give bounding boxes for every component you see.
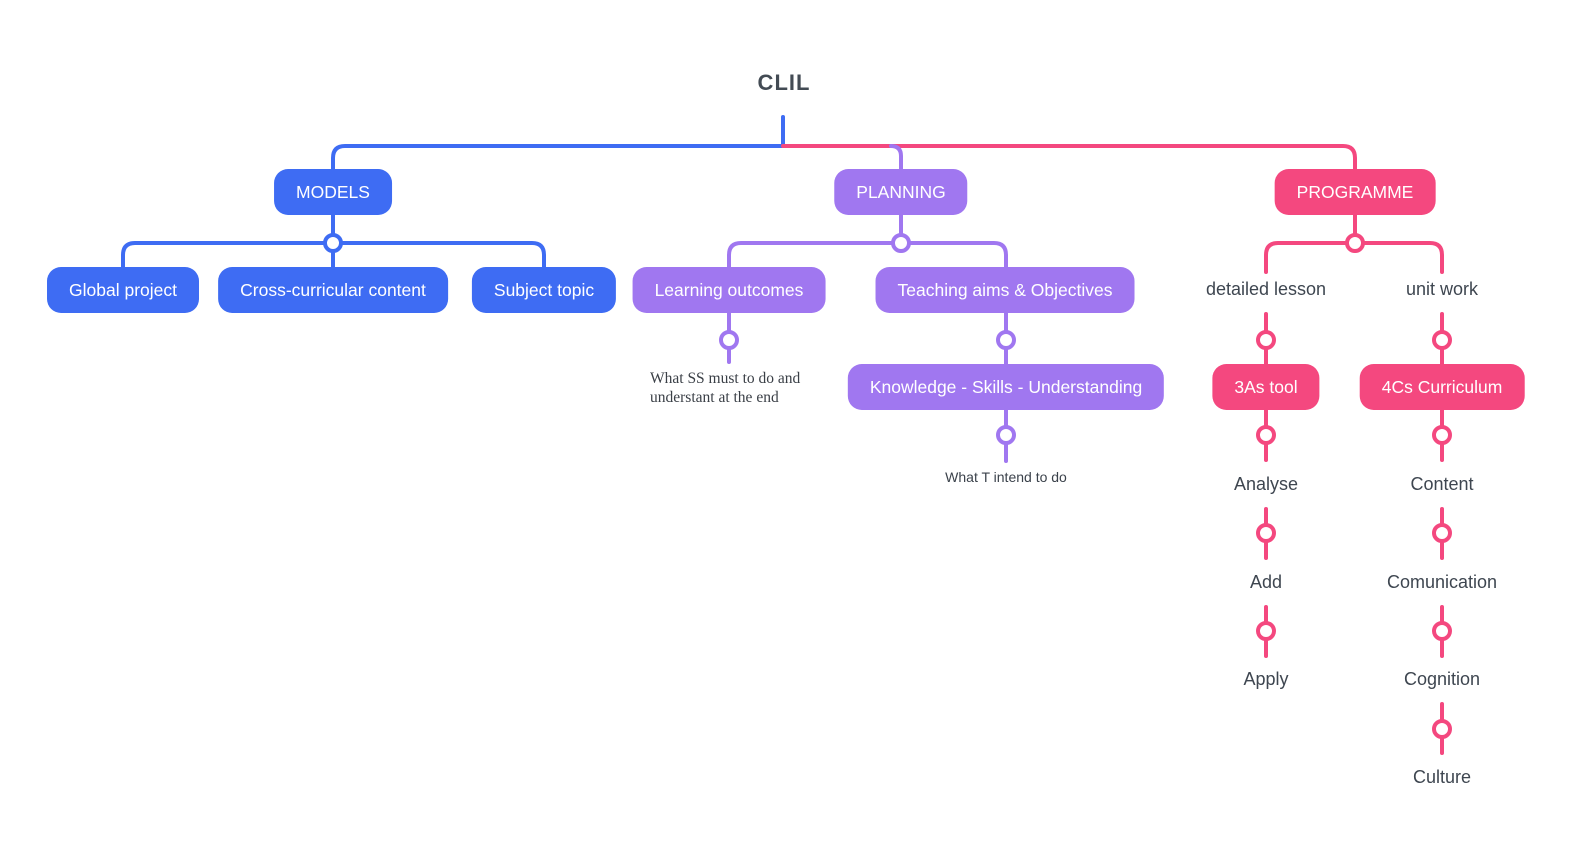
teaching-aims-toggle-icon[interactable] bbox=[996, 330, 1016, 350]
knowledge-toggle-icon[interactable] bbox=[996, 425, 1016, 445]
node-programme[interactable]: PROGRAMME bbox=[1274, 169, 1436, 215]
node-teaching-aims-objectives[interactable]: Teaching aims & Objectives bbox=[875, 267, 1135, 313]
connector-programme-left-child bbox=[1264, 241, 1357, 274]
node-add[interactable]: Add bbox=[1249, 572, 1283, 592]
node-knowledge-skills-understanding[interactable]: Knowledge - Skills - Understanding bbox=[847, 364, 1165, 410]
node-culture[interactable]: Culture bbox=[1412, 767, 1472, 787]
node-cognition[interactable]: Cognition bbox=[1403, 669, 1481, 689]
analyse-toggle-icon[interactable] bbox=[1256, 523, 1276, 543]
node-4cs-curriculum[interactable]: 4Cs Curriculum bbox=[1359, 364, 1525, 410]
node-comunication[interactable]: Comunication bbox=[1386, 572, 1498, 592]
node-detailed-lesson[interactable]: detailed lesson bbox=[1205, 279, 1327, 299]
connector-root-models bbox=[331, 144, 785, 171]
node-analyse[interactable]: Analyse bbox=[1233, 474, 1299, 494]
connector-planning-right-child bbox=[899, 241, 1008, 269]
detailed-lesson-toggle-icon[interactable] bbox=[1256, 330, 1276, 350]
node-models[interactable]: MODELS bbox=[274, 169, 392, 215]
comunication-toggle-icon[interactable] bbox=[1432, 621, 1452, 641]
planning-branch-toggle-icon[interactable] bbox=[891, 233, 911, 253]
connector-programme-right-child bbox=[1353, 241, 1444, 274]
node-content[interactable]: Content bbox=[1410, 474, 1474, 494]
connector-models-right-child bbox=[331, 241, 546, 269]
connector-root-programme bbox=[781, 144, 1357, 171]
cognition-toggle-icon[interactable] bbox=[1432, 719, 1452, 739]
node-unit-work[interactable]: unit work bbox=[1405, 279, 1479, 299]
add-toggle-icon[interactable] bbox=[1256, 621, 1276, 641]
root-node-clil[interactable]: CLIL bbox=[757, 70, 811, 95]
4cs-toggle-icon[interactable] bbox=[1432, 425, 1452, 445]
models-branch-toggle-icon[interactable] bbox=[323, 233, 343, 253]
note-knowledge[interactable]: What T intend to do bbox=[945, 469, 1067, 485]
node-cross-curricular-content[interactable]: Cross-curricular content bbox=[218, 267, 448, 313]
learning-outcomes-toggle-icon[interactable] bbox=[719, 330, 739, 350]
node-apply[interactable]: Apply bbox=[1243, 669, 1289, 689]
node-planning[interactable]: PLANNING bbox=[834, 169, 968, 215]
connector-planning-left-child bbox=[727, 241, 903, 269]
node-subject-topic[interactable]: Subject topic bbox=[471, 267, 617, 313]
programme-branch-toggle-icon[interactable] bbox=[1345, 233, 1365, 253]
3as-toggle-icon[interactable] bbox=[1256, 425, 1276, 445]
content-toggle-icon[interactable] bbox=[1432, 523, 1452, 543]
connector-models-left-child bbox=[121, 241, 335, 269]
unit-work-toggle-icon[interactable] bbox=[1432, 330, 1452, 350]
node-3as-tool[interactable]: 3As tool bbox=[1212, 364, 1320, 410]
note-learning-outcomes[interactable]: What SS must to do and understant at the… bbox=[650, 370, 801, 406]
node-global-project[interactable]: Global project bbox=[47, 267, 199, 313]
node-learning-outcomes[interactable]: Learning outcomes bbox=[632, 267, 826, 313]
connector-root-planning bbox=[889, 144, 903, 171]
